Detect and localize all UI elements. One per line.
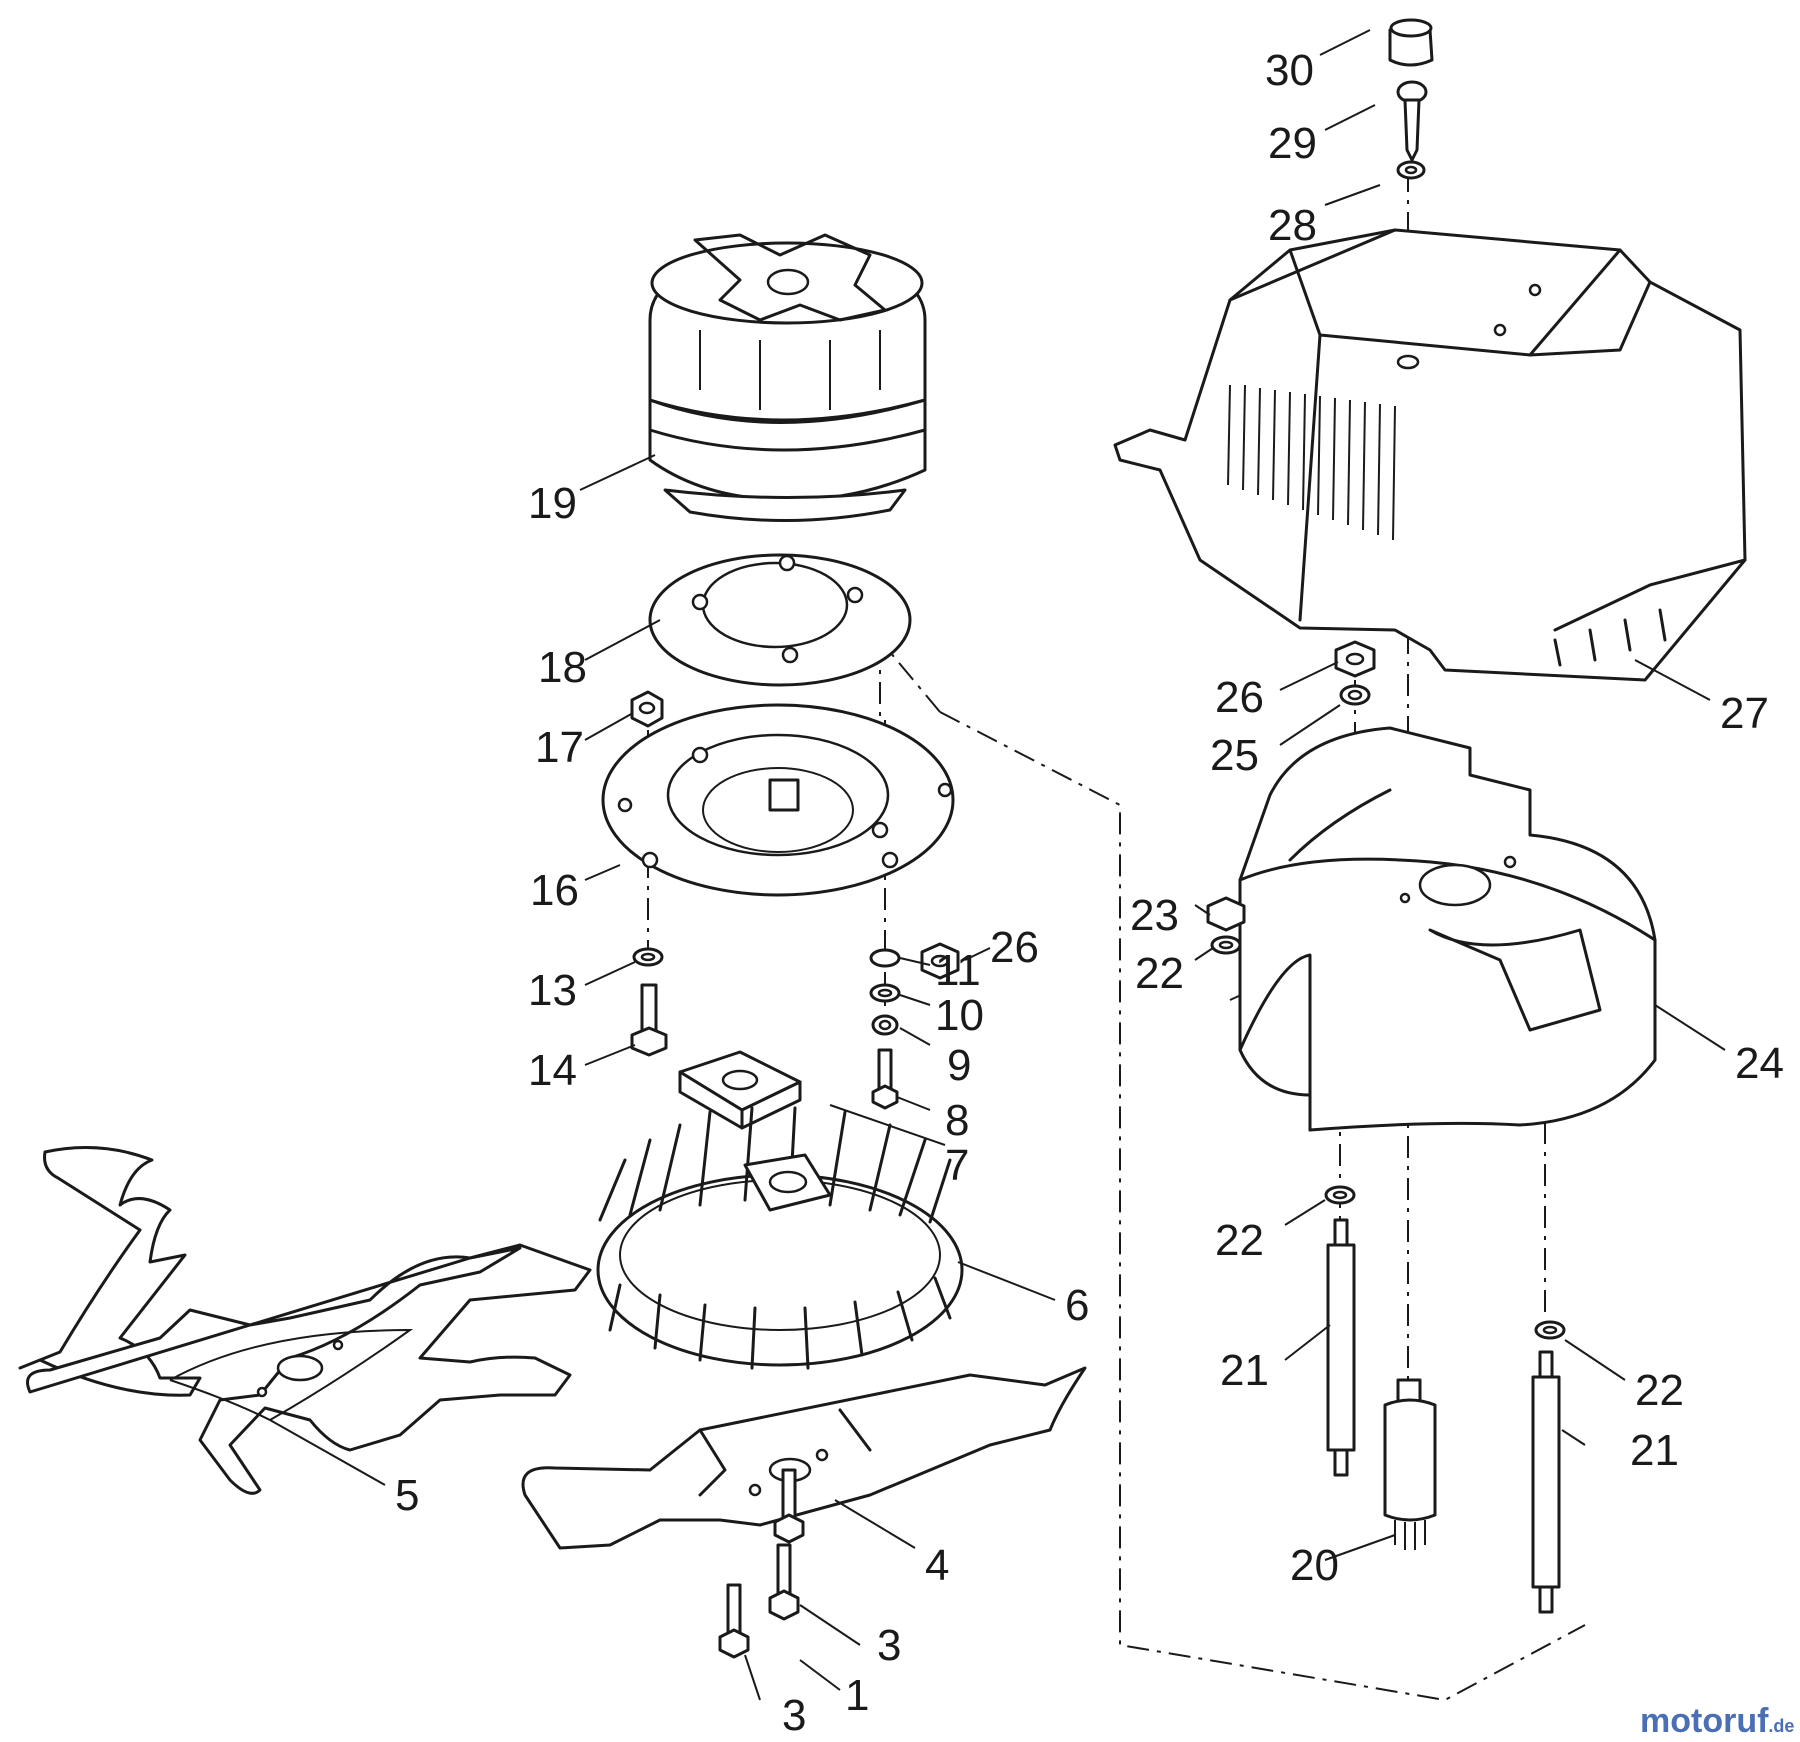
hardware-bolt-14 <box>630 983 668 1057</box>
screws-part-1-3 <box>718 1468 805 1659</box>
washer-part-28 <box>1396 160 1426 180</box>
fan-part-6 <box>596 1106 964 1370</box>
callout-6: 6 <box>1065 1281 1089 1330</box>
callout-30: 30 <box>1265 46 1314 95</box>
hardware-washers-11-10-9 <box>869 948 901 1036</box>
flange-part-16 <box>601 703 955 897</box>
nut-part-23 <box>1206 896 1246 932</box>
callout-18: 18 <box>538 643 587 692</box>
standoff-part-21b <box>1531 1350 1561 1614</box>
washer-part-22a <box>1210 935 1242 955</box>
callout-5: 5 <box>395 1471 419 1520</box>
standoff-part-21a <box>1326 1218 1356 1477</box>
callout-29: 29 <box>1268 119 1317 168</box>
callout-11: 11 <box>935 946 981 995</box>
callout-1: 1 <box>845 1671 869 1720</box>
cover-vent-slots <box>1227 384 1396 541</box>
hardware-nut-17 <box>630 690 664 728</box>
housing-part-24 <box>1238 726 1657 1132</box>
screw-part-29 <box>1396 80 1428 162</box>
cap-part-30 <box>1388 18 1434 67</box>
callout-10: 10 <box>935 991 984 1040</box>
callout-22c: 22 <box>1635 1366 1684 1415</box>
nut-part-26-right <box>1334 640 1376 678</box>
callout-4: 4 <box>925 1541 949 1590</box>
block-part-7 <box>678 1050 802 1130</box>
callout-17: 17 <box>535 723 584 772</box>
watermark-suffix: .de <box>1768 1716 1794 1736</box>
capacitor-part-20 <box>1383 1378 1437 1550</box>
leader-lines <box>269 29 1726 1701</box>
watermark-brand: motoruf <box>1640 1702 1769 1740</box>
callout-3b: 3 <box>782 1691 806 1740</box>
watermark-logo: motoruf.de <box>1640 1702 1794 1740</box>
callout-23: 23 <box>1130 891 1179 940</box>
callout-21b: 21 <box>1630 1426 1679 1475</box>
callout-26-left: 26 <box>990 923 1039 972</box>
callout-13: 13 <box>528 966 577 1015</box>
callout-9: 9 <box>947 1041 971 1090</box>
callout-20: 20 <box>1290 1541 1339 1590</box>
callout-22b: 22 <box>1215 1216 1264 1265</box>
callout-19: 19 <box>528 479 577 528</box>
callout-16: 16 <box>530 866 579 915</box>
cover-part-27 <box>1113 228 1747 682</box>
callout-28: 28 <box>1268 201 1317 250</box>
motor-part-19 <box>648 233 927 523</box>
hardware-nut-26-left <box>920 942 960 980</box>
x-blade-part-5 <box>18 1146 592 1495</box>
ring-part-18 <box>648 553 912 687</box>
svg-text:motoruf.de: motoruf.de <box>1640 1702 1794 1740</box>
callout-21a: 21 <box>1220 1346 1269 1395</box>
callout-14: 14 <box>528 1046 577 1095</box>
callout-3a: 3 <box>877 1621 901 1670</box>
washer-part-22c <box>1534 1320 1566 1340</box>
callout-24: 24 <box>1735 1039 1784 1088</box>
hardware-bolt-8 <box>871 1048 899 1110</box>
callout-numbers: 19 18 17 16 13 14 26 11 10 9 8 7 6 5 4 3… <box>395 46 1784 1740</box>
callout-22a: 22 <box>1135 949 1184 998</box>
callout-26-right: 26 <box>1215 673 1264 722</box>
callout-8: 8 <box>945 1096 969 1145</box>
callout-7: 7 <box>945 1141 969 1190</box>
callout-25: 25 <box>1210 731 1259 780</box>
hardware-washer-13 <box>632 947 664 967</box>
callout-27: 27 <box>1720 689 1769 738</box>
washer-part-25 <box>1339 684 1371 706</box>
washer-part-22b <box>1324 1185 1356 1205</box>
